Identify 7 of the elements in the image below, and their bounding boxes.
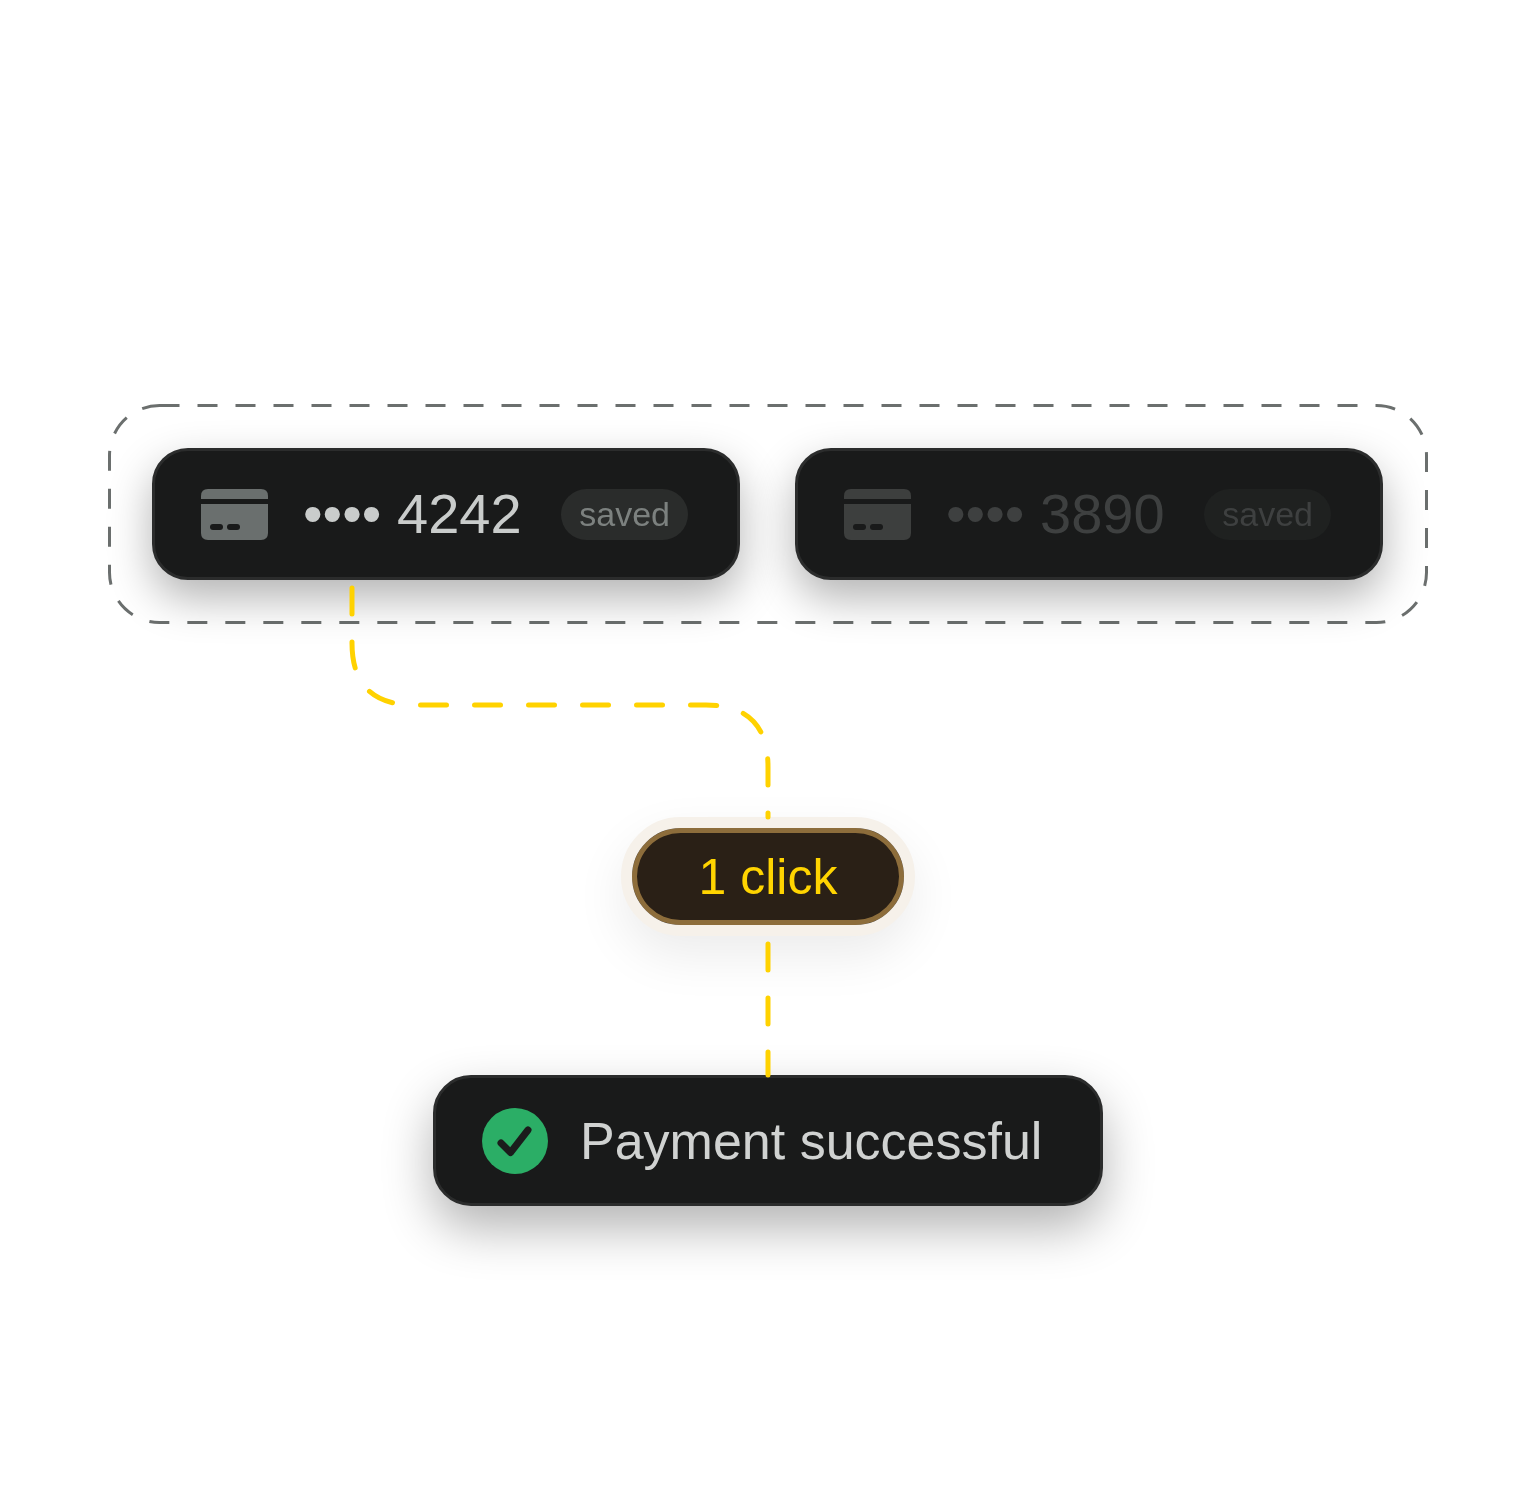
masked-card-number: •••• 4242 bbox=[303, 486, 522, 542]
saved-card bbox=[795, 448, 1383, 580]
saved-card bbox=[152, 448, 740, 580]
status-badge: saved bbox=[561, 488, 688, 540]
payment-status-card bbox=[433, 1075, 1103, 1206]
dashed-group-frame bbox=[108, 404, 1428, 624]
click-count-pill: 1 click bbox=[621, 817, 915, 936]
